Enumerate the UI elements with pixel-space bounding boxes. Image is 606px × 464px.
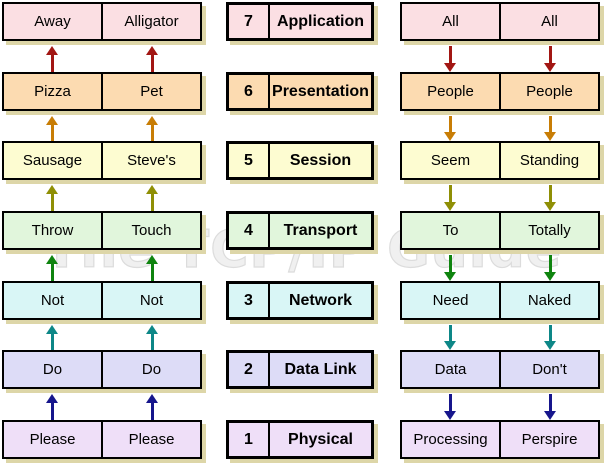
right-mnemonic-box-layer3: Need Naked [400,281,600,320]
mnemonic-word: Processing [413,431,488,448]
mnemonic-word: Not [101,283,200,318]
layer-number: 7 [244,12,253,30]
mnemonic-word: To [442,222,459,239]
down-arrow [544,325,556,350]
layer-number: 5 [244,151,253,169]
mnemonic-word: Seem [430,152,471,169]
down-arrow [544,116,556,141]
down-arrow [544,255,556,281]
up-arrow [46,394,58,420]
up-arrow [146,185,158,211]
right-mnemonic-box-layer6: People People [400,72,600,111]
mnemonic-word: Throw [31,222,74,239]
mnemonic-word: Do [42,361,63,378]
up-arrow [146,255,158,281]
up-arrow [146,325,158,350]
mnemonic-word: Perspire [499,422,598,457]
mnemonic-word: Touch [101,213,200,248]
layer-number: 1 [244,430,253,448]
osi-layer-box-2: 2 Data Link [226,350,374,389]
mnemonic-word: Don't [499,352,598,387]
osi-layer-box-5: 5 Session [226,141,374,180]
left-mnemonic-box-layer2: Do Do [2,350,202,389]
down-arrow [544,46,556,72]
down-arrow [444,255,456,281]
up-arrow [46,185,58,211]
layer-name: Session [268,144,371,177]
layer-name: Physical [268,423,371,456]
up-arrow [146,116,158,141]
up-arrow [146,394,158,420]
down-arrow [444,116,456,141]
mnemonic-word: All [442,13,459,30]
right-mnemonic-box-layer7: All All [400,2,600,41]
up-arrow [46,46,58,72]
mnemonic-word: Data [434,361,467,378]
down-arrow [444,185,456,211]
layer-number: 2 [244,360,253,378]
mnemonic-word: Alligator [101,4,200,39]
mnemonic-word: Need [432,292,469,309]
layer-name: Network [268,284,371,317]
left-mnemonic-box-layer5: Sausage Steve's [2,141,202,180]
osi-layer-box-3: 3 Network [226,281,374,320]
down-arrow [544,394,556,420]
left-mnemonic-box-layer7: Away Alligator [2,2,202,41]
left-mnemonic-box-layer4: Throw Touch [2,211,202,250]
mnemonic-word: Pizza [34,83,71,100]
left-mnemonic-box-layer6: Pizza Pet [2,72,202,111]
up-arrow [46,116,58,141]
mnemonic-word: Pet [101,74,200,109]
osi-layer-box-7: 7 Application [226,2,374,41]
layer-name: Presentation [268,75,371,108]
right-mnemonic-box-layer1: Processing Perspire [400,420,600,459]
down-arrow [444,394,456,420]
down-arrow [544,185,556,211]
up-arrow [146,46,158,72]
layer-name: Application [268,5,371,38]
osi-layer-box-6: 6 Presentation [226,72,374,111]
mnemonic-word: Do [101,352,200,387]
mnemonic-word: Please [29,431,76,448]
left-mnemonic-box-layer1: Please Please [2,420,202,459]
up-arrow [46,325,58,350]
right-mnemonic-box-layer4: To Totally [400,211,600,250]
mnemonic-word: Steve's [101,143,200,178]
osi-layer-box-1: 1 Physical [226,420,374,459]
down-arrow [444,325,456,350]
up-arrow [46,255,58,281]
layer-number: 3 [244,291,253,309]
layer-name: Transport [268,214,371,247]
mnemonic-word: Naked [499,283,598,318]
mnemonic-word: People [427,83,474,100]
layer-number: 4 [244,221,253,239]
mnemonic-word: Totally [499,213,598,248]
down-arrow [444,46,456,72]
osi-layer-box-4: 4 Transport [226,211,374,250]
mnemonic-word: Please [101,422,200,457]
right-mnemonic-box-layer2: Data Don't [400,350,600,389]
layer-number: 6 [244,82,253,100]
mnemonic-word: Away [34,13,71,30]
layer-name: Data Link [268,353,371,386]
mnemonic-word: Not [40,292,65,309]
left-mnemonic-box-layer3: Not Not [2,281,202,320]
mnemonic-word: Sausage [22,152,83,169]
mnemonic-word: Standing [499,143,598,178]
right-mnemonic-box-layer5: Seem Standing [400,141,600,180]
mnemonic-word: People [499,74,598,109]
mnemonic-word: All [499,4,598,39]
